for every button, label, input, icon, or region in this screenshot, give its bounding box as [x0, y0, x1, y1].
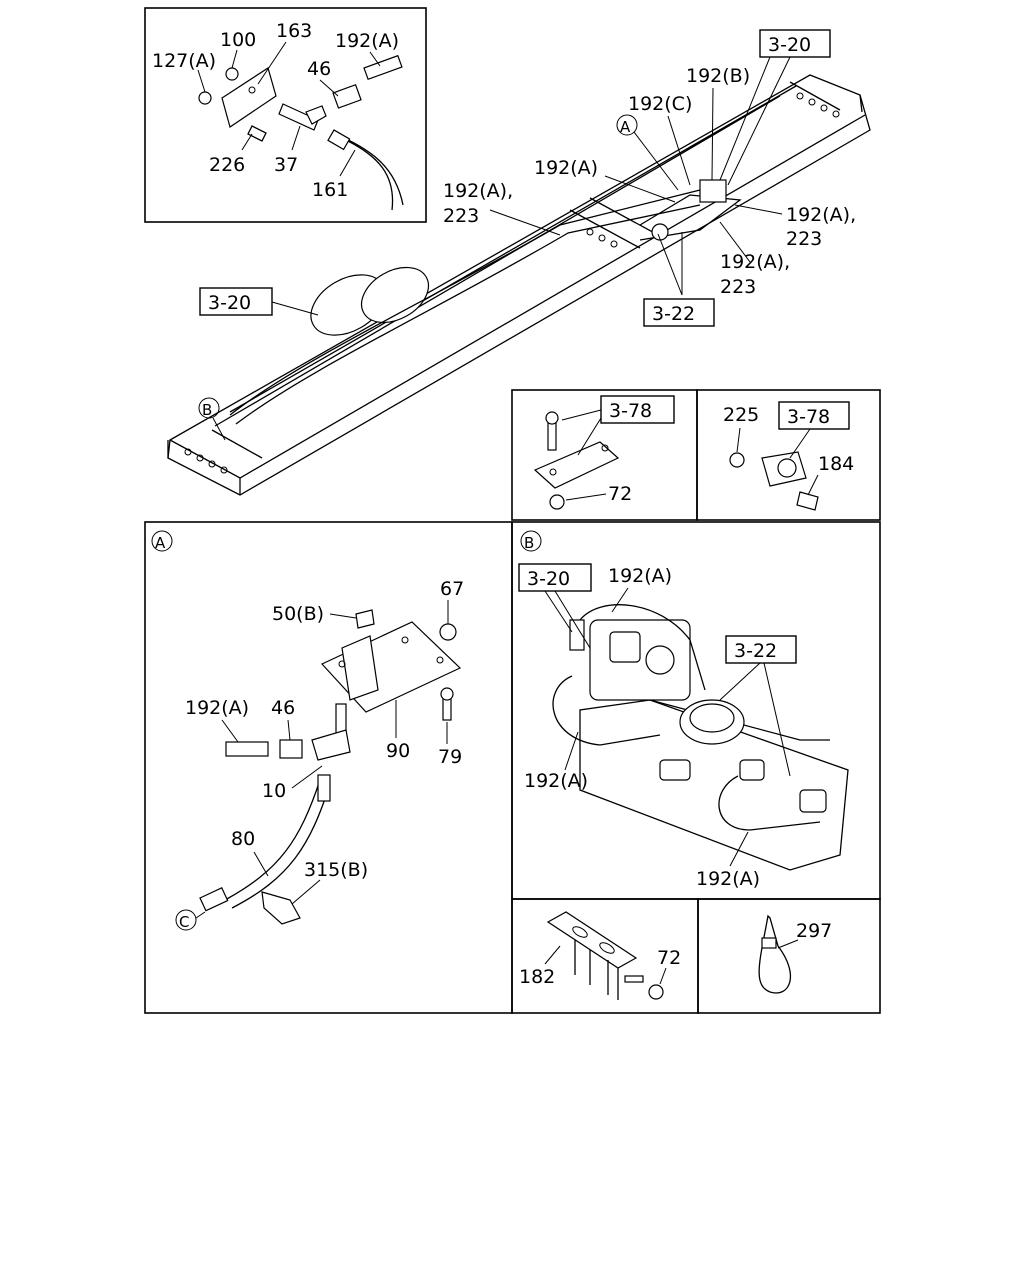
- marker-a-main: A: [616, 114, 638, 136]
- inset-cable-tie-297: 297: [697, 898, 881, 1014]
- callout-192a-lower: 192(A),: [720, 251, 790, 273]
- svg-text:A: A: [155, 534, 166, 552]
- bracket-182: [546, 911, 638, 969]
- marker-b-main: B: [198, 397, 220, 419]
- detail-b: B 3-20 3-22 192(A) 192(A) 192(A): [511, 521, 881, 900]
- callout-184: 184: [818, 453, 854, 475]
- inset-bracket-left: 3-78 72: [511, 389, 698, 521]
- tee-10: [311, 729, 351, 761]
- callout-67: 67: [440, 578, 464, 600]
- callout-46-detail: 46: [271, 697, 295, 719]
- marker-b-detail: B: [520, 530, 542, 552]
- svg-text:3-22: 3-22: [652, 303, 695, 325]
- bracket-plate: [533, 441, 620, 489]
- callout-127a: 127(A): [152, 50, 216, 72]
- chassis-frame: 192(B) 192(C) 192(A) 192(A), 223 192(A),…: [167, 29, 871, 496]
- svg-text:3-20: 3-20: [768, 34, 811, 56]
- sleeve-46: [332, 84, 362, 109]
- ref-box-3-78-right: 3-78: [778, 401, 850, 430]
- callout-163: 163: [276, 20, 312, 42]
- ref-box-3-22-detail: 3-22: [725, 635, 797, 664]
- pipe-right: [718, 775, 821, 831]
- svg-text:B: B: [524, 534, 534, 552]
- callout-192c: 192(C): [628, 93, 692, 115]
- ref-box-3-20-top: 3-20: [759, 29, 831, 58]
- ref-box-3-20-detail: 3-20: [518, 563, 592, 592]
- nut-72: [549, 494, 565, 510]
- callout-100: 100: [220, 29, 256, 51]
- callout-192a: 192(A): [335, 30, 399, 52]
- callout-223-lower: 223: [720, 276, 756, 298]
- nut-225: [729, 452, 745, 468]
- inset-bracket-182: 182 72: [511, 898, 699, 1014]
- callout-192a-b-top: 192(A): [608, 565, 672, 587]
- nut-127a: [198, 91, 212, 105]
- callout-161: 161: [312, 179, 348, 201]
- callout-192a-b-bottom: 192(A): [696, 868, 760, 890]
- pipe-top: [579, 604, 706, 691]
- hose-80: [224, 779, 321, 901]
- callout-192b: 192(B): [686, 65, 750, 87]
- nut-100: [225, 67, 239, 81]
- bracket-163: [221, 67, 277, 128]
- cable-tie-297: [758, 914, 792, 994]
- ref-box-3-78-left: 3-78: [600, 395, 675, 424]
- pipe-left: [552, 675, 661, 746]
- callout-182: 182: [519, 966, 555, 988]
- tee-37: [278, 103, 319, 131]
- inset-frame: [144, 7, 427, 223]
- svg-text:A: A: [620, 118, 631, 136]
- callout-72: 72: [608, 483, 632, 505]
- callout-192a-main: 192(A): [534, 157, 598, 179]
- inset-bracket-right: 3-78 225 184: [696, 389, 881, 521]
- nut-72-b: [648, 984, 664, 1000]
- svg-text:C: C: [179, 913, 189, 931]
- pin-192a-detail: [225, 741, 269, 757]
- detail-a: A C 67 50(B) 192(A): [144, 521, 513, 1014]
- svg-text:3-20: 3-20: [527, 568, 570, 590]
- callout-79: 79: [438, 746, 462, 768]
- callout-315b: 315(B): [304, 859, 368, 881]
- frame-outline: [167, 74, 871, 496]
- callout-90: 90: [386, 740, 410, 762]
- valve-frame: [699, 179, 727, 203]
- callout-225: 225: [723, 404, 759, 426]
- svg-text:3-22: 3-22: [734, 640, 777, 662]
- clip-315b: [261, 891, 301, 925]
- callout-192a-b-left: 192(A): [524, 770, 588, 792]
- svg-text:3-78: 3-78: [787, 406, 830, 428]
- marker-a-detail: A: [151, 530, 173, 552]
- callout-72-b: 72: [657, 947, 681, 969]
- nut-50b: [355, 609, 375, 629]
- callout-37: 37: [274, 154, 298, 176]
- svg-text:B: B: [202, 401, 212, 419]
- marker-c: C: [175, 909, 197, 931]
- bolt-226: [247, 125, 267, 142]
- inset-valve-assembly: 127(A) 100 163 192(A) 46 226 37 161: [144, 7, 427, 223]
- pipe-main: [229, 179, 721, 416]
- callout-192a-right: 192(A),: [786, 204, 856, 226]
- callout-223-right: 223: [786, 228, 822, 250]
- callout-223-left: 223: [443, 205, 479, 227]
- callout-10: 10: [262, 780, 286, 802]
- svg-text:3-20: 3-20: [208, 292, 251, 314]
- svg-text:3-78: 3-78: [609, 400, 652, 422]
- callout-192a-left: 192(A),: [443, 180, 513, 202]
- sleeve-46-detail: [279, 739, 303, 759]
- nut-67: [439, 623, 457, 641]
- callout-50b: 50(B): [272, 603, 324, 625]
- callout-297: 297: [796, 920, 832, 942]
- ref-box-3-20-left: 3-20: [199, 287, 273, 316]
- callout-226: 226: [209, 154, 245, 176]
- pin-192a: [363, 54, 403, 81]
- ref-box-3-22-main: 3-22: [643, 298, 715, 327]
- bolt-184: [796, 491, 819, 511]
- callout-80: 80: [231, 828, 255, 850]
- air-tank-2: [360, 266, 430, 324]
- callout-192a-detail: 192(A): [185, 697, 249, 719]
- callout-46: 46: [307, 58, 331, 80]
